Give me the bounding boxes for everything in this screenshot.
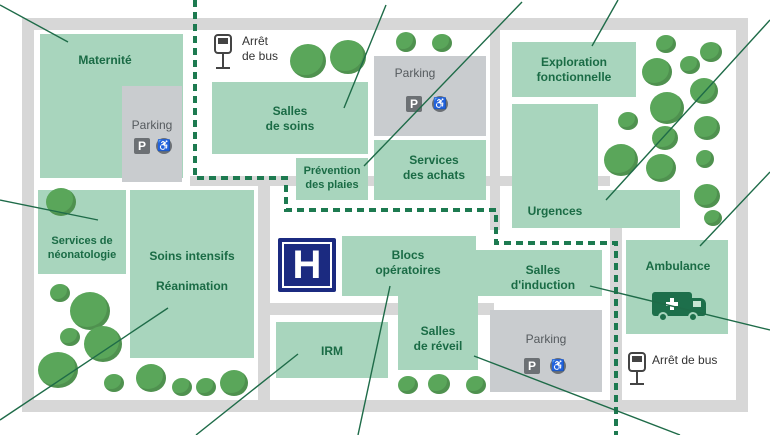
building-exploration[interactable] [512, 42, 636, 97]
parking-lot-2[interactable] [374, 56, 486, 136]
callout-line [195, 353, 299, 435]
tree-icon [70, 292, 110, 330]
label-ambulance: Ambulance [645, 259, 711, 273]
tree-icon [618, 112, 638, 130]
building-urgences-ext [512, 190, 680, 228]
tree-icon [196, 378, 216, 396]
tree-icon [136, 364, 166, 392]
tree-icon [696, 150, 714, 168]
parking-lot-1[interactable] [122, 86, 182, 182]
tree-icon [466, 376, 486, 394]
callout-line [699, 171, 770, 247]
wheelchair-icon: ♿ [156, 138, 172, 154]
tree-icon [50, 284, 70, 302]
building-blocs-operatoires[interactable] [342, 236, 476, 296]
tree-icon [104, 374, 124, 392]
tree-icon [700, 42, 722, 62]
callout-line [0, 4, 69, 43]
label-soins-intensifs: Soins intensifs [149, 249, 235, 263]
bus-stop-label-top: Arrêt de bus [242, 34, 279, 63]
tree-icon [46, 188, 76, 216]
label-neonatologie: Services de néonatologie [47, 235, 117, 261]
tree-icon [398, 376, 418, 394]
label-blocs: Blocs opératoires [375, 248, 441, 277]
building-prevention-plaies[interactable] [296, 158, 368, 200]
road-mid-vertical [258, 186, 270, 406]
tree-icon [172, 378, 192, 396]
tree-icon [396, 32, 416, 52]
label-urgences: Urgences [527, 204, 583, 218]
wheelchair-icon: ♿ [550, 358, 566, 374]
label-irm: IRM [321, 344, 343, 358]
parking-label-1: Parking [131, 118, 173, 132]
wheelchair-icon: ♿ [432, 96, 448, 112]
tree-icon [704, 210, 722, 226]
bus-stop-label-right: Arrêt de bus [652, 353, 718, 367]
callout-line [591, 0, 619, 47]
tree-icon [656, 35, 676, 53]
building-soins-intensifs[interactable] [130, 190, 254, 358]
walking-path [193, 0, 618, 435]
tree-icon [60, 328, 80, 346]
hospital-icon: H [278, 238, 336, 292]
tree-icon [652, 126, 678, 150]
label-prevention-plaies: Prévention des plaies [303, 165, 361, 191]
bus-stop-icon [214, 34, 232, 72]
callout-line [0, 307, 169, 421]
callout-line [589, 285, 770, 331]
tree-icon [694, 184, 720, 208]
callout-line [605, 19, 770, 201]
tree-icon [432, 34, 452, 52]
parking-icon: P [134, 138, 150, 154]
label-services-achats: Services des achats [402, 153, 466, 182]
road-right [736, 18, 748, 412]
tree-icon [642, 58, 672, 86]
building-salles-reveil[interactable] [398, 296, 478, 370]
tree-icon [220, 370, 248, 396]
callout-line [357, 285, 391, 435]
road-bottom [22, 400, 748, 412]
tree-icon [694, 116, 720, 140]
label-reanimation: Réanimation [155, 279, 228, 293]
callout-line [363, 1, 523, 167]
tree-icon [650, 92, 684, 124]
bus-stop-icon [628, 352, 646, 388]
ambulance-icon [652, 290, 708, 324]
parking-icon: P [406, 96, 422, 112]
building-maternite-ext [40, 80, 118, 178]
road-left [22, 18, 34, 412]
hospital-letter: H [292, 243, 322, 287]
label-salles-induction: Salles d'induction [510, 263, 576, 292]
parking-icon: P [524, 358, 540, 374]
label-salles-reveil: Salles de réveil [413, 324, 463, 353]
callout-line [473, 355, 681, 435]
tree-icon [646, 154, 676, 182]
label-maternite: Maternité [78, 53, 132, 67]
parking-label-2: Parking [394, 66, 436, 80]
callout-line [0, 199, 99, 221]
label-exploration: Exploration fonctionnelle [536, 55, 612, 84]
building-salles-induction[interactable] [474, 250, 602, 296]
road-top [22, 18, 748, 30]
building-salles-de-soins[interactable] [212, 82, 368, 154]
tree-icon [428, 374, 450, 394]
building-services-achats[interactable] [374, 140, 486, 200]
parking-label-3: Parking [525, 332, 567, 346]
callout-line [343, 4, 387, 109]
building-irm[interactable] [276, 322, 388, 378]
tree-icon [680, 56, 700, 74]
building-ambulance[interactable] [626, 240, 728, 334]
parking-lot-3[interactable] [490, 310, 602, 392]
tree-icon [84, 326, 122, 362]
label-salles-de-soins: Salles de soins [265, 104, 315, 133]
road-center-vertical [490, 30, 500, 230]
tree-icon [290, 44, 326, 78]
